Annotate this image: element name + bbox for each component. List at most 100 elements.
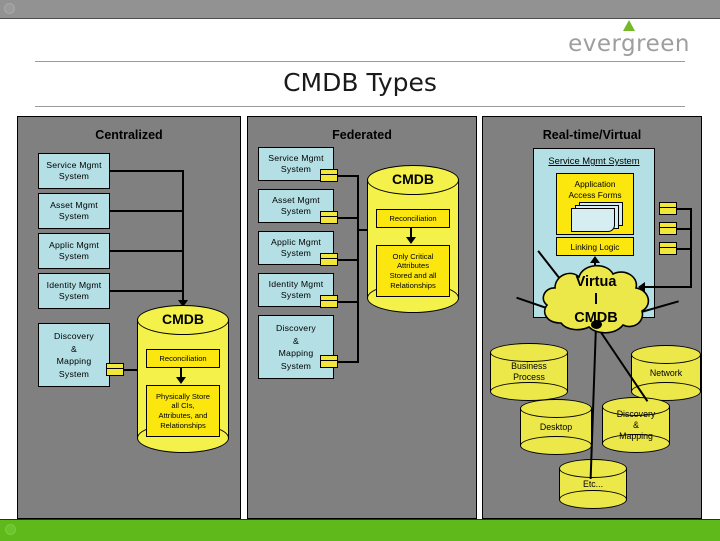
connector-plug-icon-1 [659, 202, 677, 215]
cloud-hub-node [591, 320, 602, 329]
cylinder-label: Etc... [582, 478, 604, 489]
sysbox-discovery-mapping[interactable]: Discovery & Mapping System [258, 315, 334, 379]
dm-line-1: Discovery [616, 408, 656, 419]
cylinder-bottom [490, 382, 568, 401]
arrow-to-store-icon [176, 377, 186, 384]
sysbox-identity-mgmt[interactable]: Identity Mgmt System [38, 273, 110, 309]
discovery-line-4: System [280, 360, 312, 371]
evergreen-logo: evergreen [568, 20, 690, 56]
logo-wordmark: evergreen [568, 31, 690, 57]
rail-5 [337, 361, 359, 363]
discovery-line-1: Discovery [54, 331, 94, 341]
connector-plug-icon-4 [320, 295, 338, 308]
cmdb-label: CMDB [162, 311, 204, 327]
dm-line-2: & [633, 419, 639, 430]
aaf-line-1: Application [574, 179, 616, 189]
connector-plug-icon-2 [659, 222, 677, 235]
cylinder-business-process[interactable]: Business Process [490, 343, 568, 401]
virtual-cmdb-label: Virtua l CMDB [537, 273, 655, 327]
cylinder-network[interactable]: Network [631, 345, 701, 401]
cylinder-bottom [631, 382, 701, 401]
arrow-up-to-linking-icon [590, 256, 600, 263]
cylinder-label: Desktop [539, 421, 573, 432]
store-line-1: Physically Store [155, 391, 211, 401]
cylinder-label: Network [649, 367, 683, 378]
store-box: Physically Store all CIs, Attributes, an… [146, 385, 220, 437]
cylinder-bottom [602, 434, 670, 453]
rail-service [110, 170, 184, 172]
cylinder-top [490, 343, 568, 362]
column-title-federated: Federated [332, 128, 392, 142]
store-box: Only Critical Attributes Stored and all … [376, 245, 450, 297]
rail-4 [337, 301, 359, 303]
panel-centralized: Centralized Service Mgmt System Asset Mg… [17, 116, 241, 519]
reconciliation-to-store-line [410, 228, 412, 239]
title-rule-top [35, 61, 685, 62]
arrow-to-store-icon [406, 237, 416, 244]
cylinder-discovery-mapping[interactable]: Discovery & Mapping [602, 397, 670, 453]
aaf-line-2: Access Forms [568, 189, 622, 200]
window-bottom-bar [0, 519, 720, 541]
sysbox-discovery-mapping[interactable]: Discovery & Mapping System [38, 323, 110, 387]
cylinder-top [559, 459, 627, 478]
rail-2 [337, 217, 359, 219]
plug-rail-1 [676, 208, 692, 210]
cylinder-desktop[interactable]: Desktop [520, 399, 592, 455]
cloud-shape-icon [542, 264, 650, 334]
application-access-forms-label: Application Access Forms [557, 179, 633, 200]
discovery-line-4: System [58, 368, 90, 379]
top-bar-dot-icon [4, 3, 15, 14]
store-line-4: Relationships [160, 420, 206, 430]
form-sheet-front-icon [571, 208, 615, 232]
cylinder-top [631, 345, 701, 364]
panel-federated: Federated Service Mgmt System Asset Mgmt… [247, 116, 477, 519]
title-rule-bottom [35, 106, 685, 107]
bp-line-2: Process [513, 372, 545, 382]
bottom-bar-dot-icon [5, 524, 16, 535]
sysbox-applic-mgmt[interactable]: Applic Mgmt System [38, 233, 110, 269]
discovery-link-line [123, 369, 145, 371]
page-title: CMDB Types [283, 68, 437, 97]
arrow-into-cloud-icon [638, 282, 645, 292]
arrow-to-cmdb-icon [178, 300, 188, 307]
window-top-bar [0, 0, 720, 19]
tree-triangle-icon [623, 20, 636, 31]
discovery-line-1: Discovery [276, 323, 316, 333]
discovery-line-3: Mapping [278, 348, 314, 358]
virtual-cmdb-cloud: Virtua l CMDB [537, 259, 655, 337]
store-line-3: Stored and all [389, 271, 437, 280]
discovery-line-3: Mapping [56, 356, 92, 366]
sysbox-asset-mgmt[interactable]: Asset Mgmt System [38, 193, 110, 229]
reconciliation-box: Reconciliation [376, 209, 450, 228]
connector-plug-icon-1 [320, 169, 338, 182]
cylinder-etc[interactable]: Etc... [559, 459, 627, 509]
cylinder-top [367, 165, 459, 195]
store-line-2: Attributes [396, 261, 430, 271]
cylinder-top [602, 397, 670, 416]
connector-plug-icon-3 [320, 253, 338, 266]
linking-logic-box: Linking Logic [556, 237, 634, 256]
rail-to-cloud [645, 286, 692, 288]
reconciliation-box: Reconciliation [146, 349, 220, 368]
discovery-line-2: & [293, 335, 299, 346]
bp-line-1: Business [511, 361, 547, 371]
rail-vertical [357, 175, 359, 363]
rail-3 [337, 259, 359, 261]
plug-rail-vertical [690, 208, 692, 288]
cmdb-cylinder-centralized: CMDB Reconciliation Physically Store all… [137, 305, 229, 453]
store-line-3: Attributes, and [158, 411, 208, 420]
store-line-4: Relationships [390, 280, 436, 290]
application-access-forms-box: Application Access Forms [556, 173, 634, 235]
cmdb-label: CMDB [392, 171, 434, 187]
connector-plug-icon [106, 363, 124, 376]
sysbox-service-mgmt[interactable]: Service Mgmt System [38, 153, 110, 189]
plug-rail-3 [676, 248, 692, 250]
cylinder-label: Business Process [490, 343, 568, 401]
discovery-line-2: & [71, 343, 77, 354]
cylinder-top [137, 305, 229, 335]
connector-plug-icon-2 [320, 211, 338, 224]
cylinder-bottom [559, 490, 627, 509]
dm-line-3: Mapping [619, 430, 653, 441]
plug-rail-2 [676, 228, 692, 230]
